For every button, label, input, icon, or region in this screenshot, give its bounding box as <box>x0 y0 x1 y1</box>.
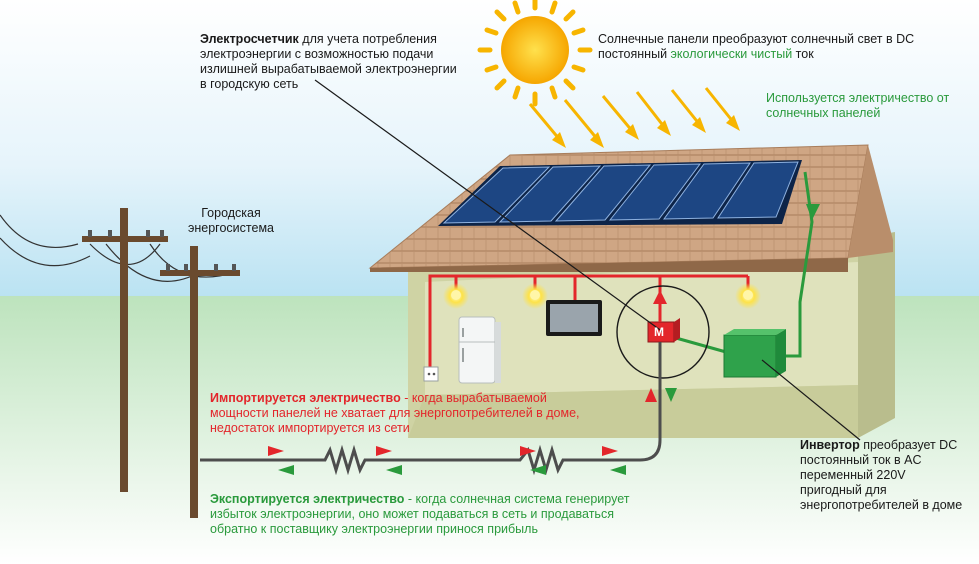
import-label: Импортируется электричество - когда выра… <box>210 391 605 436</box>
meter-letter: M <box>654 325 664 339</box>
sun-icon <box>477 0 593 107</box>
panels-label-tail: ток <box>792 47 814 61</box>
export-label-text: - когда солнечная система генерирует изб… <box>210 492 630 536</box>
sun-ray-arrows <box>528 87 740 148</box>
export-label-title: Экспортируется электричество <box>210 492 405 506</box>
import-label-text: - когда вырабатываемой мощности панелей … <box>210 391 580 435</box>
power-pole-icon <box>0 208 240 518</box>
meter-highlight-circle <box>616 285 710 379</box>
outlet-icon <box>423 366 439 382</box>
import-arrows <box>268 446 618 456</box>
inverter-label: Инвертор преобразует DC постоянный ток в… <box>800 438 970 513</box>
grid-label: Городская энергосистема <box>188 206 274 235</box>
house-side-wall <box>858 232 895 438</box>
roof-side <box>848 145 893 258</box>
inverter-pointer-line <box>761 359 861 441</box>
inverter-icon <box>723 329 786 378</box>
used-electricity-label: Используется электричество от солнечных … <box>766 91 950 120</box>
solar-panel-icon <box>438 160 802 226</box>
tv-icon <box>546 300 602 336</box>
panels-label-eco: экологически чистый <box>670 47 793 61</box>
inverter-label-title: Инвертор <box>800 438 860 452</box>
meter-label-text: для учета потребления электроэнергии с в… <box>200 32 457 91</box>
bulb-icon <box>443 283 761 309</box>
red-arrow-up-lower <box>645 388 657 402</box>
meter-pointer-line <box>314 79 664 333</box>
red-arrow-up-meter <box>653 290 667 304</box>
fridge-icon <box>458 316 501 384</box>
export-arrows <box>278 465 626 475</box>
meter-label: Электросчетчик для учета потребления эле… <box>200 32 465 92</box>
import-label-title: Импортируется электричество <box>210 391 401 405</box>
panels-label-text: Солнечные панели преобразуют солнечный с… <box>598 32 915 61</box>
export-label: Экспортируется электричество - когда сол… <box>210 492 640 537</box>
meter-label-title: Электросчетчик <box>200 32 299 46</box>
green-arrow-roof <box>806 204 820 220</box>
grid-cable <box>200 342 662 476</box>
roof-edge <box>370 258 848 272</box>
green-arrow-down-lower <box>665 388 677 402</box>
panels-label: Солнечные панели преобразуют солнечный с… <box>598 32 918 62</box>
inverter-label-text: преобразует DC постоянный ток в AC перем… <box>800 438 963 512</box>
